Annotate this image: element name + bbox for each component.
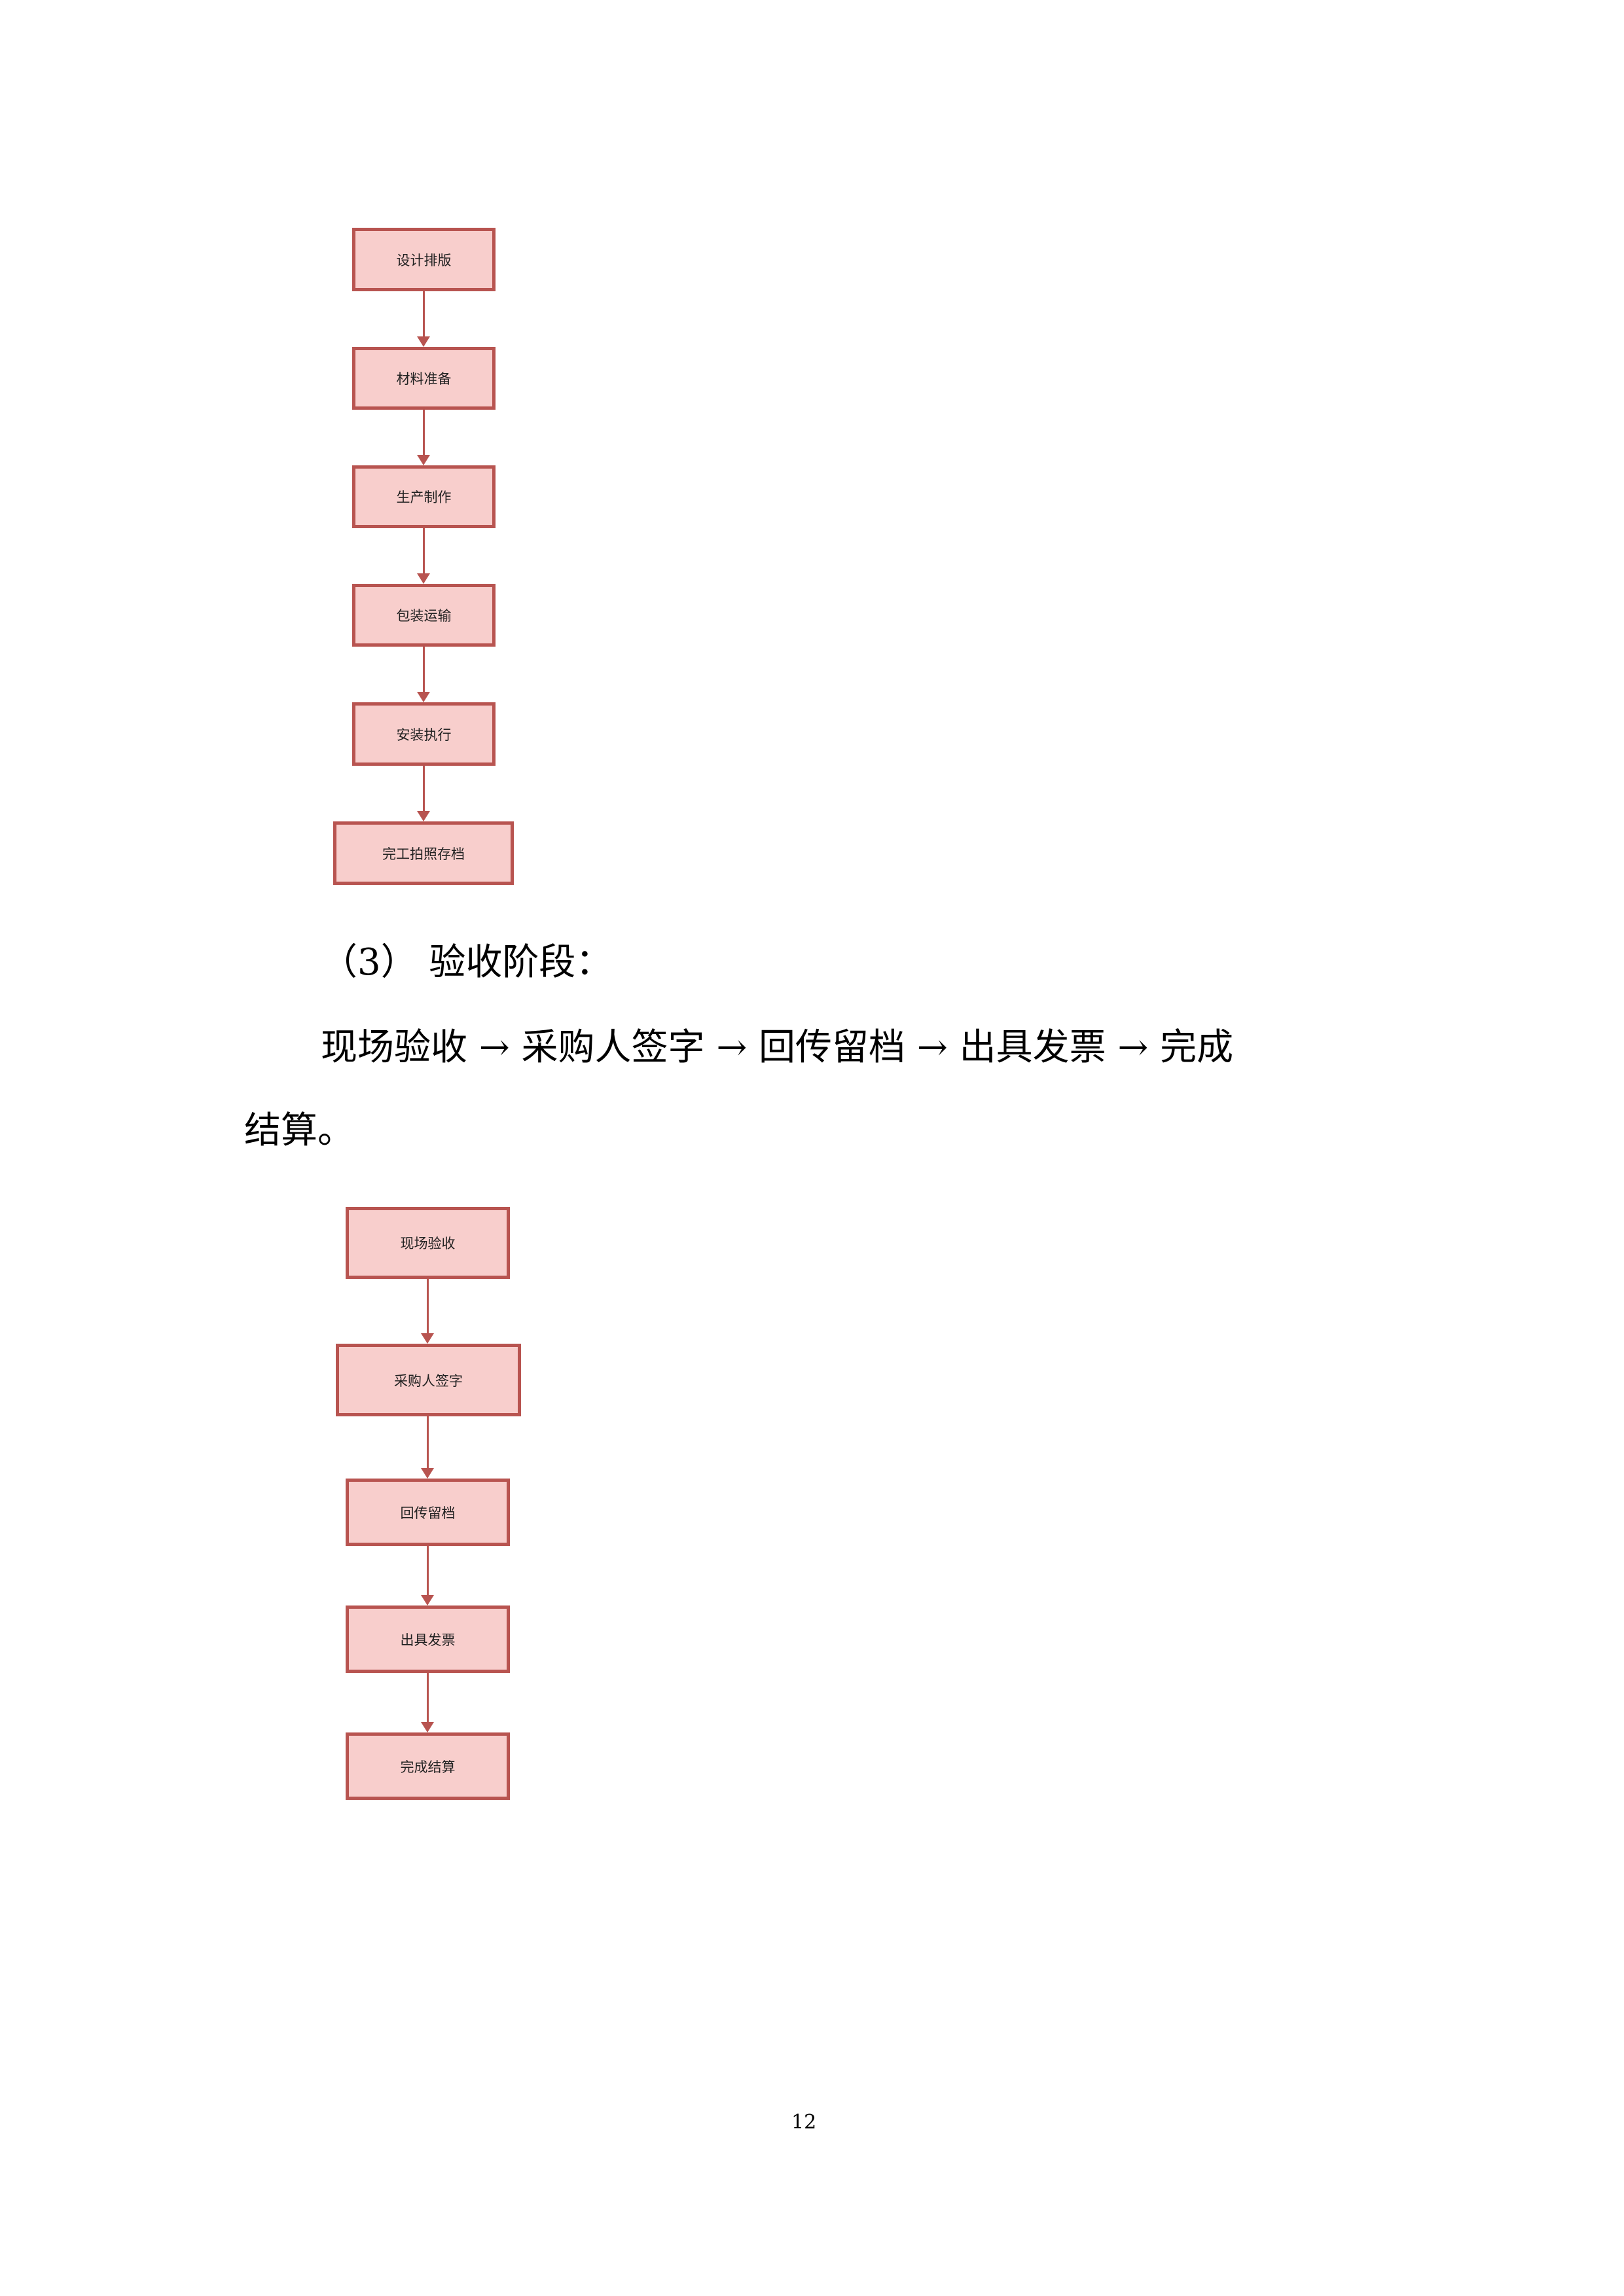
step-label: 生产制作: [396, 490, 452, 505]
connector: [427, 1546, 429, 1596]
arrow-down-icon: [417, 455, 430, 465]
flow-step-materials: 材料准备: [352, 347, 496, 410]
flow-step-purchaser-signature: 采购人签字: [336, 1344, 521, 1416]
step-label: 采购人签字: [394, 1372, 463, 1389]
connector: [427, 1279, 429, 1335]
flow-step-archive: 完工拍照存档: [333, 821, 514, 885]
paragraph-line-2: 结算。: [244, 1109, 354, 1152]
flow-step-settlement: 完成结算: [346, 1732, 510, 1800]
flow-step-design: 设计排版: [352, 228, 496, 291]
connector: [427, 1416, 429, 1469]
connector: [423, 291, 425, 337]
paragraph-line-1: 现场验收 → 采购人签字 → 回传留档 → 出具发票 → 完成: [321, 1026, 1234, 1069]
connector: [423, 528, 425, 574]
arrow-down-icon: [417, 692, 430, 702]
page-number: 12: [791, 2111, 817, 2134]
arrow-down-icon: [417, 573, 430, 584]
section-heading: （3） 验收阶段：: [321, 941, 613, 984]
flow-step-packaging: 包装运输: [352, 584, 496, 647]
flow-step-return-archive: 回传留档: [346, 1479, 510, 1546]
flow-step-production: 生产制作: [352, 465, 496, 528]
arrow-down-icon: [421, 1595, 434, 1605]
arrow-down-icon: [417, 336, 430, 347]
step-label: 回传留档: [400, 1505, 456, 1521]
connector: [423, 410, 425, 456]
step-label: 设计排版: [396, 252, 452, 268]
step-label: 材料准备: [396, 371, 452, 387]
step-label: 安装执行: [396, 726, 452, 743]
step-label: 完工拍照存档: [382, 846, 465, 862]
step-label: 完成结算: [400, 1759, 456, 1775]
arrow-down-icon: [417, 811, 430, 821]
step-label: 包装运输: [396, 608, 452, 624]
flow-step-issue-invoice: 出具发票: [346, 1605, 510, 1673]
step-label: 出具发票: [400, 1632, 456, 1648]
connector: [423, 766, 425, 812]
connector: [423, 647, 425, 692]
arrow-down-icon: [421, 1722, 434, 1732]
arrow-down-icon: [421, 1468, 434, 1479]
arrow-down-icon: [421, 1333, 434, 1344]
step-label: 现场验收: [400, 1236, 456, 1251]
flow-step-onsite-acceptance: 现场验收: [346, 1207, 510, 1279]
connector: [427, 1673, 429, 1723]
flow-step-installation: 安装执行: [352, 702, 496, 766]
